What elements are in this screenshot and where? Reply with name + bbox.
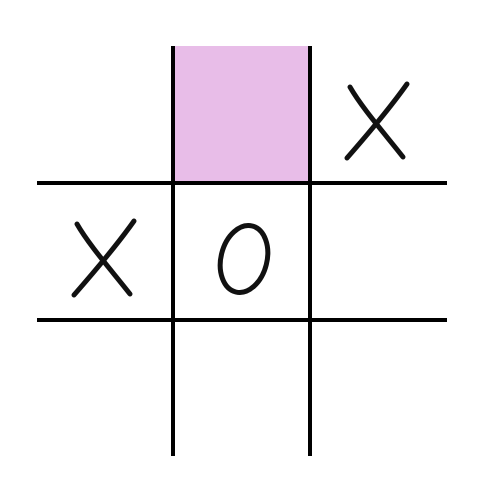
cell-r1-c1[interactable]: O [173,183,309,319]
cell-r0-c2[interactable]: X [310,46,446,182]
cell-r2-c1[interactable] [173,320,309,456]
cell-r1-c2[interactable] [310,183,446,319]
cell-r2-c0[interactable] [37,320,173,456]
cell-r0-c1-highlighted[interactable] [173,46,309,182]
grid-line-horizontal-bottom [37,318,447,322]
cell-r1-c0[interactable]: X [37,183,173,319]
cell-r2-c2[interactable] [310,320,446,456]
cell-r0-c0[interactable] [37,46,173,182]
grid-line-horizontal-top [37,181,447,185]
o-mark: O [217,223,271,295]
x-mark: X [344,81,410,161]
grid-line-vertical-right [308,46,312,456]
grid-line-vertical-left [171,46,175,456]
x-mark: X [71,218,137,298]
